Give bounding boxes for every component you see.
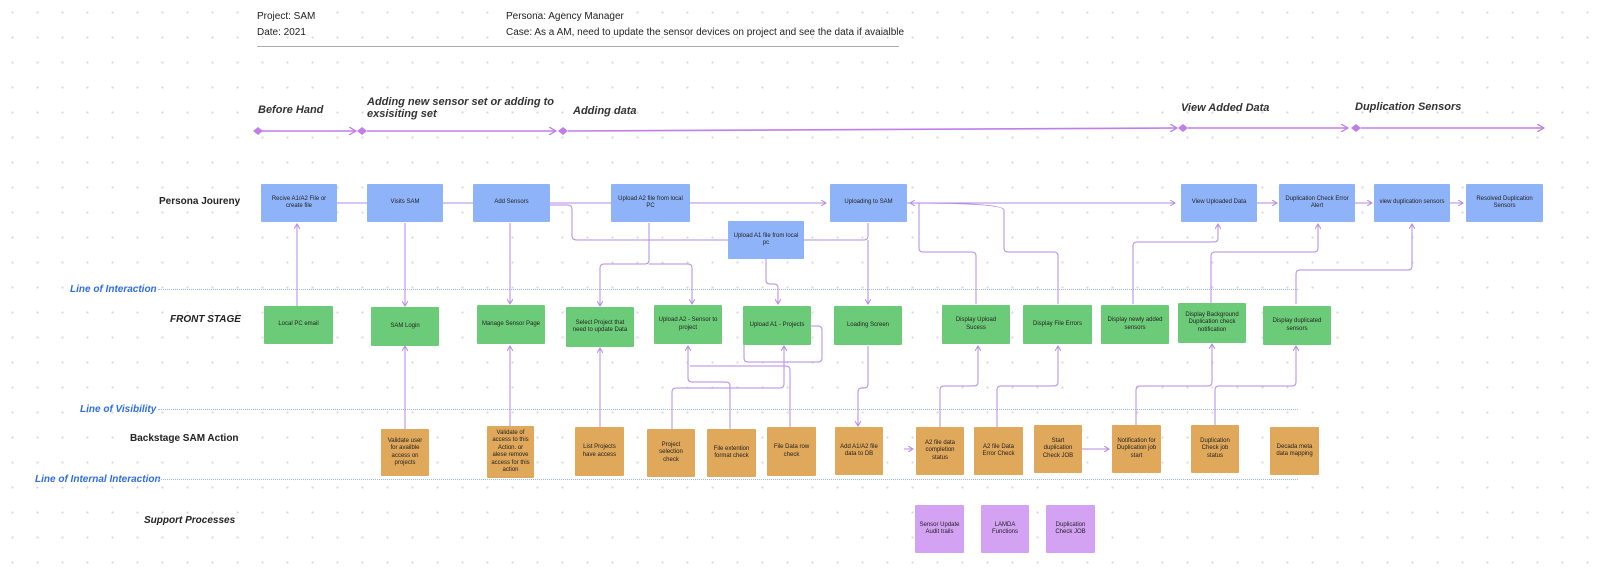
phase-adding-sensor-set: Adding new sensor set or adding to exsis… — [367, 96, 555, 120]
front-card-upload-a2-sensor[interactable]: Upload A2 - Sensor to project — [654, 305, 722, 344]
link-fs12-pj9 — [1295, 224, 1412, 304]
persona-card-receive-file[interactable]: Recive A1/A2 File or create file — [261, 184, 337, 222]
link-bs11-fs11 — [1135, 344, 1212, 427]
link-bs8-fs8 — [939, 346, 978, 427]
backstage-card-duplication-job-status[interactable]: Duplication Check job status — [1191, 425, 1239, 473]
front-card-display-background-duplication[interactable]: Display Background Duplication check not… — [1178, 303, 1246, 343]
line-of-internal-interaction-label: Line of Internal Interaction — [35, 474, 161, 485]
link-pj4-fs5 — [649, 263, 692, 304]
header-divider — [257, 46, 899, 47]
persona-card-uploading-to-sam[interactable]: Uploading to SAM — [830, 184, 907, 222]
phase-view-added-data: View Added Data — [1181, 102, 1270, 114]
front-card-display-newly-added-sensors[interactable]: Display newly added sensors — [1101, 305, 1169, 344]
persona-card-add-sensors[interactable]: Add Sensors — [473, 184, 550, 222]
phase-diamond-3 — [558, 127, 568, 135]
persona-card-view-uploaded-data[interactable]: View Uploaded Data — [1181, 184, 1257, 222]
persona-card-resolved-duplication-sensors[interactable]: Resolved Duplication Sensors — [1466, 184, 1543, 222]
front-card-loading-screen[interactable]: Loading Screen — [834, 306, 902, 345]
persona-card-duplication-check-error-alert[interactable]: Duplication Check Error Alert — [1279, 184, 1355, 222]
line-of-interaction — [158, 289, 1298, 290]
phase-diamond-2 — [357, 127, 367, 135]
link-bs6-fs5 — [690, 365, 791, 427]
project-label: Project: SAM — [257, 11, 316, 22]
row-label-front-stage: FRONT STAGE — [170, 314, 241, 325]
link-pj5-fs6 — [765, 259, 778, 304]
link-bs4-fs6 — [671, 346, 784, 430]
persona-card-visits-sam[interactable]: Visits SAM — [367, 184, 443, 222]
front-card-select-project[interactable]: Select Project that need to update Data — [566, 307, 634, 347]
line-of-interaction-label: Line of Interaction — [70, 284, 157, 295]
front-card-upload-a1-projects[interactable]: Upload A1 - Projects — [743, 306, 811, 345]
front-card-display-upload-success[interactable]: Display Upload Sucess — [942, 305, 1010, 344]
backstage-card-list-projects[interactable]: List Projects have access — [575, 427, 624, 476]
phase-arrow-3 — [567, 128, 1176, 131]
backstage-card-a2-completion-status[interactable]: A2 file data completion status — [916, 427, 964, 475]
support-card-audit-trails[interactable]: Sensor Update Audit trails — [915, 505, 964, 553]
persona-card-upload-a1[interactable]: Upload A1 file from local pc — [728, 221, 804, 259]
backstage-card-file-extension-check[interactable]: File extention format check — [707, 429, 756, 477]
row-label-support: Support Processes — [144, 515, 236, 526]
case-label: Case: As a AM, need to update the sensor… — [506, 27, 905, 38]
backstage-card-file-data-row-check[interactable]: File Data row check — [767, 427, 816, 476]
link-bs9-fs9 — [996, 346, 1058, 427]
flow-pj3-pj5 — [550, 204, 728, 241]
link-fs11-pj8 — [1210, 224, 1318, 304]
line-of-visibility-label: Line of Visibility — [80, 404, 157, 415]
front-card-manage-sensor-page[interactable]: Manage Sensor Page — [477, 305, 545, 344]
front-card-display-duplicated-sensors[interactable]: Display duplicated sensors — [1263, 306, 1331, 345]
persona-card-upload-a2[interactable]: Upload A2 file from local PC — [611, 184, 690, 222]
phase-arrows — [253, 124, 1543, 135]
backstage-card-decada-mapping[interactable]: Decada meta data mapping — [1270, 427, 1319, 475]
link-bs5-fs5 — [688, 346, 731, 429]
link-fs10-pj7 — [1132, 224, 1218, 304]
backstage-card-validate-access[interactable]: Validate of access to this Action. or al… — [487, 426, 534, 478]
link-fs9-pj6 — [910, 203, 1005, 211]
phase-before-hand: Before Hand — [258, 104, 324, 116]
phase-duplication-sensors: Duplication Sensors — [1355, 101, 1462, 113]
backstage-card-duplication-job-notification[interactable]: Notification for Duplication job start — [1112, 425, 1161, 473]
backstage-card-validate-user[interactable]: Validate user for availble access on pro… — [381, 429, 429, 476]
row-label-persona-journey: Persona Joureny — [159, 196, 241, 207]
link-pj4-fs4 — [600, 223, 650, 306]
backstage-card-project-selection-check[interactable]: Project selection check — [647, 429, 695, 477]
persona-card-view-duplication-sensors[interactable]: view duplication sensors — [1374, 184, 1450, 222]
persona-label: Persona: Agency Manager — [506, 11, 624, 22]
link-bs12-fs12 — [1214, 346, 1296, 427]
front-card-local-pc-email[interactable]: Local PC email — [264, 306, 333, 344]
support-card-duplication-check-job[interactable]: Duplication Check JOB — [1046, 505, 1095, 553]
link-fs7-bs7 — [858, 346, 869, 426]
phase-diamond-1 — [253, 127, 263, 135]
front-card-display-file-errors[interactable]: Display File Errors — [1023, 305, 1092, 344]
backstage-card-add-to-db[interactable]: Add A1/A2 file data to DB — [835, 427, 883, 475]
phase-diamond-5 — [1351, 124, 1361, 132]
phase-diamond-4 — [1178, 124, 1188, 132]
line-of-internal-interaction — [158, 479, 1298, 480]
support-card-lambda-functions[interactable]: LAMDA Functions — [981, 505, 1029, 553]
backstage-card-start-duplication-job[interactable]: Start duplication Check JOB — [1034, 425, 1082, 473]
link-fs6-loop — [743, 325, 823, 363]
link-fs8-pj6 — [918, 203, 977, 304]
link-fs9-up — [1003, 210, 1059, 304]
front-card-sam-login[interactable]: SAM Login — [371, 307, 439, 346]
date-label: Date: 2021 — [257, 27, 306, 38]
row-label-backstage: Backstage SAM Action — [130, 433, 239, 444]
flow-pj5-pj6 — [804, 223, 869, 241]
phase-adding-data: Adding data — [573, 105, 637, 117]
line-of-visibility — [158, 409, 1298, 410]
backstage-card-a2-error-check[interactable]: A2 file Data Error Check — [974, 427, 1023, 475]
